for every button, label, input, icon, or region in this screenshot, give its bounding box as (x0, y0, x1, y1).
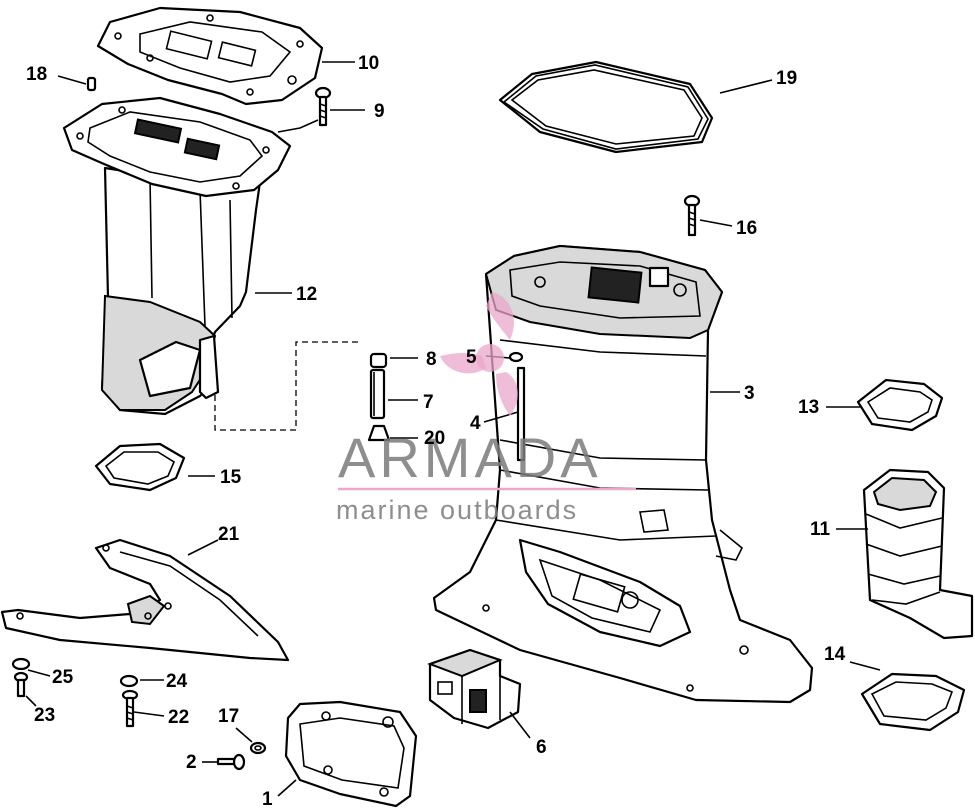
callout-10: 10 (358, 53, 379, 74)
callout-6: 6 (536, 737, 547, 758)
callout-8: 8 (426, 349, 437, 370)
callout-20: 20 (424, 428, 445, 449)
part-1-cover (284, 700, 418, 808)
callout-25: 25 (52, 667, 74, 688)
part-8-grommet (369, 352, 388, 369)
callout-9: 9 (374, 101, 385, 122)
part-19-seal-ring (498, 60, 714, 154)
part-16-bolt (683, 194, 701, 237)
callout-3: 3 (744, 383, 755, 404)
part-21-splash-plate (0, 538, 290, 662)
part-15-seal (94, 442, 186, 492)
callout-11: 11 (810, 519, 831, 540)
dashed-connector (214, 341, 360, 431)
part-7-water-tube (369, 368, 386, 420)
part-9-bolt (314, 86, 332, 127)
callout-13: 13 (798, 397, 819, 418)
part-17-washer (249, 741, 267, 755)
leader-lines (25, 61, 881, 797)
part-4-stud (516, 366, 526, 462)
part-18-dowel-pin (86, 76, 97, 92)
callout-7: 7 (423, 392, 434, 413)
propeller-logo (440, 292, 518, 416)
part-14-seal (860, 672, 966, 732)
watermark-tagline: marine outboards (336, 495, 578, 525)
callout-2: 2 (186, 752, 197, 773)
part-13-seal (856, 378, 944, 432)
part-11-exhaust-tube (862, 468, 974, 640)
callout-18: 18 (26, 64, 47, 85)
part-6-rubber-mount (427, 648, 522, 730)
callout-15: 15 (220, 467, 242, 488)
callout-16: 16 (736, 218, 757, 239)
part-25-washer (11, 657, 31, 671)
callout-17: 17 (218, 706, 239, 727)
callout-12: 12 (296, 284, 317, 305)
callout-5: 5 (466, 347, 477, 368)
callout-23: 23 (34, 705, 55, 726)
callout-4: 4 (470, 413, 481, 434)
part-24-washer (119, 674, 139, 688)
watermark-brand: ARMADA (338, 426, 602, 489)
callout-22: 22 (168, 707, 189, 728)
callout-21: 21 (218, 524, 240, 545)
part-23-bolt (13, 671, 29, 698)
part-20-grommet (367, 424, 391, 442)
watermark: ARMADA marine outboards (336, 292, 636, 525)
part-5-washer (508, 351, 524, 363)
callout-numbers: 10 18 9 12 15 8 7 20 5 4 19 16 3 13 11 1… (26, 53, 846, 808)
part-2-screw (216, 753, 246, 771)
callout-14: 14 (824, 644, 846, 665)
part-22-bolt (121, 689, 139, 728)
callout-1: 1 (262, 789, 273, 808)
callout-19: 19 (776, 68, 797, 89)
part-3-midsection-housing (432, 244, 814, 704)
part-10-gasket (96, 6, 324, 106)
callout-24: 24 (166, 671, 188, 692)
part-12-adapter-housing (62, 96, 292, 416)
